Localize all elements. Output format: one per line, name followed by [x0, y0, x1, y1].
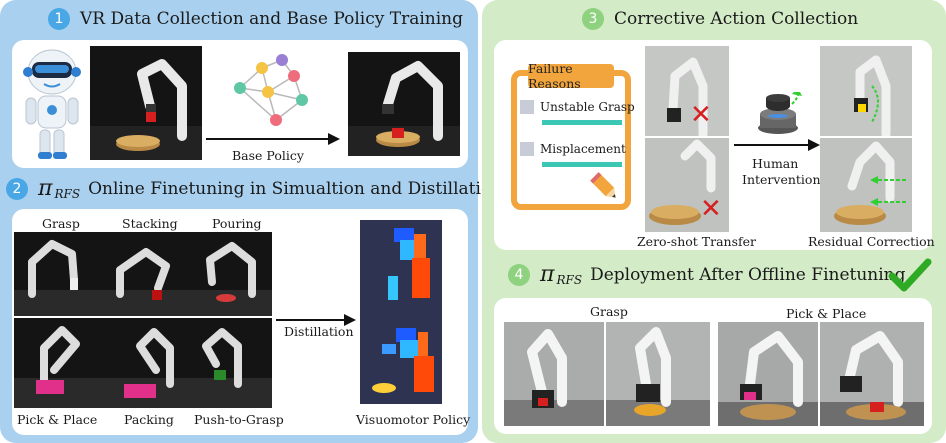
residual-image-grasp [820, 46, 912, 136]
task-label-push-to-grasp: Push-to-Grasp [194, 412, 284, 427]
section-2-title: 2 π RFS Online Finetuning in Simualtion … [6, 176, 502, 201]
visuomotor-policy-label: Visuomotor Policy [356, 412, 471, 427]
section-3-title: 3 Corrective Action Collection [582, 8, 858, 30]
deploy-image-grasp-1 [504, 322, 604, 426]
failure-cross-icon-1: ✕ [690, 100, 712, 130]
task-label-pick-place: Pick & Place [17, 412, 98, 427]
zero-shot-image-grasp [645, 46, 729, 136]
section-1-title-text: VR Data Collection and Base Policy Train… [80, 9, 463, 29]
notepad-title: Failure Reasons [528, 61, 581, 91]
task-label-grasp: Grasp [42, 216, 80, 231]
pencil-icon [590, 172, 616, 198]
residual-image-place [820, 138, 912, 232]
distillation-label: Distillation [284, 324, 354, 339]
human-intervention-arrow [734, 139, 820, 151]
base-policy-label: Base Policy [232, 148, 304, 163]
task-label-stacking: Stacking [122, 216, 178, 231]
sim-task-image-pouring [186, 232, 272, 316]
deploy-image-grasp-2 [606, 322, 710, 426]
section-4-title: 4 π RFS Deployment After Offline Finetun… [508, 262, 906, 287]
sim-task-image-grasp [14, 232, 100, 316]
residual-correction-label: Residual Correction [808, 234, 935, 249]
reason-checkbox-1 [520, 100, 534, 114]
failure-cross-icon-2: ✕ [700, 194, 722, 224]
section-1-title: 1 VR Data Collection and Base Policy Tra… [48, 8, 463, 30]
intervention-label: Intervention [742, 172, 821, 187]
robot-mascot-icon [23, 49, 81, 159]
task-label-packing: Packing [124, 412, 174, 427]
section-2-pi: π [38, 176, 53, 201]
reason-label-unstable-grasp: Unstable Grasp [540, 100, 635, 114]
reason-bar-2 [542, 162, 622, 167]
section-3-title-text: Corrective Action Collection [614, 9, 859, 29]
spacemouse-icon [758, 92, 802, 134]
policy-network-icon [234, 54, 308, 126]
base-policy-arrow [206, 133, 340, 145]
visuomotor-pointcloud-image [360, 220, 442, 404]
sim-task-image-push-to-grasp [186, 318, 272, 408]
section-2-sub: RFS [54, 186, 81, 201]
section-1-number: 1 [48, 8, 70, 30]
deploy-image-pick-place-2 [820, 322, 924, 426]
sim-robot-image-after [348, 52, 460, 156]
human-label: Human [752, 156, 799, 171]
section-4-sub: RFS [556, 272, 583, 287]
notepad-header: Failure Reasons [528, 61, 614, 91]
section-3-number: 3 [582, 8, 604, 30]
sim-task-image-packing [100, 318, 186, 408]
distillation-arrow [276, 314, 356, 326]
deploy-task-label-grasp: Grasp [590, 304, 628, 319]
task-label-pouring: Pouring [212, 216, 262, 231]
deploy-task-label-pick-place: Pick & Place [786, 306, 867, 321]
section-4-title-text: Deployment After Offline Finetuning [590, 264, 906, 285]
sim-task-image-pick-place [14, 318, 100, 408]
sim-robot-image-before [90, 46, 202, 160]
section-4-number: 4 [508, 263, 530, 286]
sim-task-image-stacking [100, 232, 186, 316]
zero-shot-transfer-label: Zero-shot Transfer [637, 234, 757, 249]
reason-bar-1 [542, 120, 622, 125]
section-2-title-text: Online Finetuning in Simualtion and Dist… [88, 178, 503, 199]
zero-shot-image-place [645, 138, 729, 232]
section-4-pi: π [540, 262, 555, 287]
reason-checkbox-2 [520, 142, 534, 156]
reason-label-misplacement: Misplacement [540, 142, 626, 156]
section-2-number: 2 [6, 177, 28, 200]
checkmark-icon [888, 258, 932, 292]
deploy-image-pick-place-1 [718, 322, 818, 426]
